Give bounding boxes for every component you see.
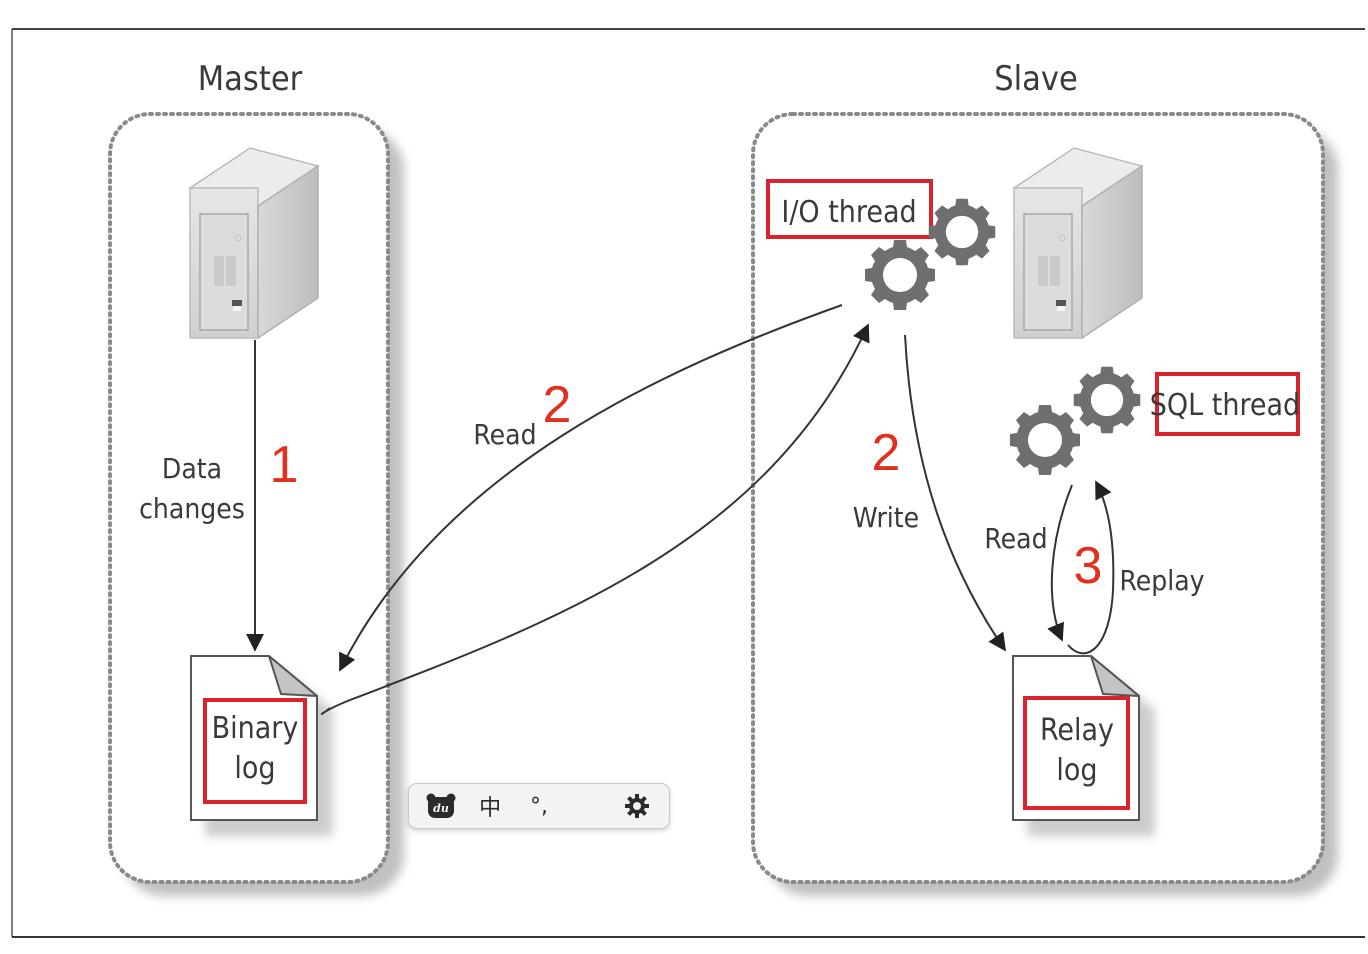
binary-log-label-line1: Binary (212, 711, 299, 746)
write-arrow (904, 334, 1007, 652)
binlog-transfer-arrow (320, 323, 870, 715)
sql-thread-label: SQL thread (1150, 388, 1300, 423)
settings-gear-icon[interactable] (620, 789, 654, 823)
svg-text:du: du (434, 802, 450, 815)
data-changes-label-line2: changes (139, 492, 245, 525)
night-mode-icon[interactable] (571, 789, 605, 823)
read-request-arrow (339, 304, 843, 672)
step-number-2-write: 2 (872, 424, 901, 482)
ime-toolbar: du 中 °, (408, 783, 670, 829)
read-label-transfer: Read (473, 418, 536, 451)
step-number-1: 1 (270, 436, 299, 494)
data-changes-label-line1: Data (162, 452, 222, 485)
relay-log-label-line2: log (1056, 753, 1097, 788)
sql-thread-highlight-box (1155, 372, 1300, 436)
du-logo-icon[interactable]: du (424, 789, 458, 823)
relay-log-label-line1: Relay (1040, 713, 1114, 748)
slave-title: Slave (994, 59, 1078, 99)
io-thread-highlight-box (766, 179, 933, 239)
master-group-box (108, 112, 390, 884)
chinese-mode-icon[interactable]: 中 (479, 796, 502, 821)
step-number-2-read: 2 (543, 376, 572, 434)
step-number-3: 3 (1074, 537, 1103, 595)
io-thread-label: I/O thread (781, 195, 916, 230)
binary-log-label-line2: log (234, 751, 275, 786)
sql-read-label: Read (984, 522, 1047, 555)
replay-arrow (1067, 480, 1115, 655)
sql-read-arrow (1047, 484, 1073, 642)
replay-label: Replay (1119, 564, 1204, 597)
slave-server-icon (1013, 147, 1143, 339)
relay-log-highlight-box (1023, 696, 1130, 810)
master-server-icon (189, 147, 319, 339)
master-title: Master (198, 59, 303, 99)
write-label: Write (853, 501, 919, 534)
punctuation-icon[interactable]: °, (529, 793, 548, 819)
binary-log-highlight-box (203, 698, 307, 804)
